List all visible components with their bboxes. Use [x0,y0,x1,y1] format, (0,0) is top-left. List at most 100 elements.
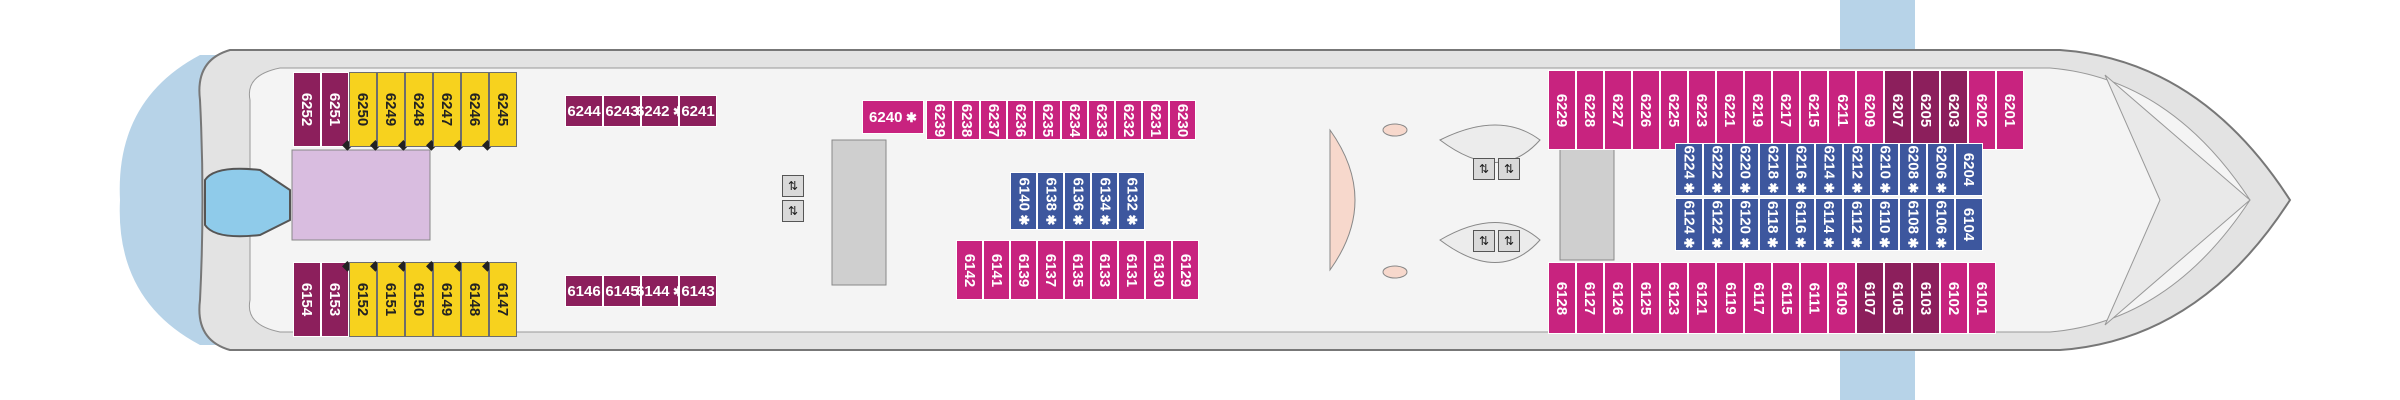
cabin-6118[interactable]: 6118 ✱ [1759,198,1787,251]
cabin-6205[interactable]: 6205 [1912,70,1940,150]
cabin-6110[interactable]: 6110 ✱ [1871,198,1899,251]
cabin-6138[interactable]: 6138 ✱ [1037,172,1064,230]
cabin-6226[interactable]: 6226 [1632,70,1660,150]
cabin-6120[interactable]: 6120 ✱ [1731,198,1759,251]
cabin-6151[interactable]: 6151 [377,262,405,337]
cabin-6201[interactable]: 6201 [1996,70,2024,150]
cabin-6235[interactable]: 6235 [1034,100,1061,140]
cabin-6139[interactable]: 6139 [1010,240,1037,300]
cabin-6229[interactable]: 6229 [1548,70,1576,150]
cabin-6249[interactable]: 6249 [377,72,405,147]
cabin-6228[interactable]: 6228 [1576,70,1604,150]
cabin-6130[interactable]: 6130 [1145,240,1172,300]
cabin-6119[interactable]: 6119 [1716,262,1744,334]
cabin-6202[interactable]: 6202 [1968,70,1996,150]
cabin-6244[interactable]: 6244 [565,95,603,127]
cabin-6250[interactable]: 6250 [349,72,377,147]
cabin-6241[interactable]: 6241 [679,95,717,127]
cabin-6247[interactable]: 6247 [433,72,461,147]
cabin-6145[interactable]: 6145 [603,275,641,307]
cabin-6150[interactable]: 6150 [405,262,433,337]
cabin-6103[interactable]: 6103 [1912,262,1940,334]
cabin-6212[interactable]: 6212 ✱ [1843,143,1871,196]
cabin-6204[interactable]: 6204 [1955,143,1983,196]
cabin-6240[interactable]: 6240 ✱ [862,100,924,134]
cabin-6105[interactable]: 6105 [1884,262,1912,334]
cabin-6131[interactable]: 6131 [1118,240,1145,300]
cabin-6128[interactable]: 6128 [1548,262,1576,334]
cabin-6104[interactable]: 6104 [1955,198,1983,251]
cabin-6154[interactable]: 6154 [293,262,321,337]
cabin-6109[interactable]: 6109 [1828,262,1856,334]
cabin-6140[interactable]: 6140 ✱ [1010,172,1037,230]
cabin-6221[interactable]: 6221 [1716,70,1744,150]
cabin-6115[interactable]: 6115 [1772,262,1800,334]
cabin-6143[interactable]: 6143 [679,275,717,307]
cabin-6125[interactable]: 6125 [1632,262,1660,334]
cabin-6142[interactable]: 6142 [956,240,983,300]
cabin-6230[interactable]: 6230 [1169,100,1196,140]
cabin-6153[interactable]: 6153 [321,262,349,337]
cabin-6122[interactable]: 6122 ✱ [1703,198,1731,251]
cabin-6248[interactable]: 6248 [405,72,433,147]
cabin-6116[interactable]: 6116 ✱ [1787,198,1815,251]
cabin-6147[interactable]: 6147 [489,262,517,337]
cabin-6107[interactable]: 6107 [1856,262,1884,334]
cabin-6220[interactable]: 6220 ✱ [1731,143,1759,196]
cabin-6127[interactable]: 6127 [1576,262,1604,334]
cabin-6206[interactable]: 6206 ✱ [1927,143,1955,196]
cabin-6121[interactable]: 6121 [1688,262,1716,334]
cabin-6222[interactable]: 6222 ✱ [1703,143,1731,196]
cabin-6123[interactable]: 6123 [1660,262,1688,334]
cabin-6148[interactable]: 6148 [461,262,489,337]
cabin-6101[interactable]: 6101 [1968,262,1996,334]
cabin-6211[interactable]: 6211 [1828,70,1856,150]
cabin-6215[interactable]: 6215 [1800,70,1828,150]
cabin-6210[interactable]: 6210 ✱ [1871,143,1899,196]
cabin-6232[interactable]: 6232 [1115,100,1142,140]
cabin-6124[interactable]: 6124 ✱ [1675,198,1703,251]
cabin-6146[interactable]: 6146 [565,275,603,307]
cabin-6224[interactable]: 6224 ✱ [1675,143,1703,196]
cabin-6144[interactable]: 6144 ✱ [636,275,684,307]
cabin-6231[interactable]: 6231 [1142,100,1169,140]
cabin-6149[interactable]: 6149 [433,262,461,337]
cabin-6239[interactable]: 6239 [926,100,953,140]
cabin-6112[interactable]: 6112 ✱ [1843,198,1871,251]
cabin-6135[interactable]: 6135 [1064,240,1091,300]
cabin-6251[interactable]: 6251 [321,72,349,147]
cabin-6137[interactable]: 6137 [1037,240,1064,300]
cabin-6102[interactable]: 6102 [1940,262,1968,334]
cabin-6129[interactable]: 6129 [1172,240,1199,300]
cabin-6238[interactable]: 6238 [953,100,980,140]
cabin-6152[interactable]: 6152 [349,262,377,337]
cabin-6141[interactable]: 6141 [983,240,1010,300]
cabin-6207[interactable]: 6207 [1884,70,1912,150]
cabin-6134[interactable]: 6134 ✱ [1091,172,1118,230]
cabin-6216[interactable]: 6216 ✱ [1787,143,1815,196]
cabin-6203[interactable]: 6203 [1940,70,1968,150]
cabin-6225[interactable]: 6225 [1660,70,1688,150]
cabin-6108[interactable]: 6108 ✱ [1899,198,1927,251]
cabin-6136[interactable]: 6136 ✱ [1064,172,1091,230]
cabin-6223[interactable]: 6223 [1688,70,1716,150]
cabin-6234[interactable]: 6234 [1061,100,1088,140]
cabin-6237[interactable]: 6237 [980,100,1007,140]
cabin-6233[interactable]: 6233 [1088,100,1115,140]
cabin-6117[interactable]: 6117 [1744,262,1772,334]
cabin-6245[interactable]: 6245 [489,72,517,147]
cabin-6246[interactable]: 6246 [461,72,489,147]
cabin-6133[interactable]: 6133 [1091,240,1118,300]
cabin-6227[interactable]: 6227 [1604,70,1632,150]
cabin-6236[interactable]: 6236 [1007,100,1034,140]
cabin-6126[interactable]: 6126 [1604,262,1632,334]
cabin-6219[interactable]: 6219 [1744,70,1772,150]
cabin-6218[interactable]: 6218 ✱ [1759,143,1787,196]
cabin-6252[interactable]: 6252 [293,72,321,147]
cabin-6217[interactable]: 6217 [1772,70,1800,150]
cabin-6106[interactable]: 6106 ✱ [1927,198,1955,251]
cabin-6208[interactable]: 6208 ✱ [1899,143,1927,196]
cabin-6114[interactable]: 6114 ✱ [1815,198,1843,251]
cabin-6111[interactable]: 6111 [1800,262,1828,334]
cabin-6132[interactable]: 6132 ✱ [1118,172,1145,230]
